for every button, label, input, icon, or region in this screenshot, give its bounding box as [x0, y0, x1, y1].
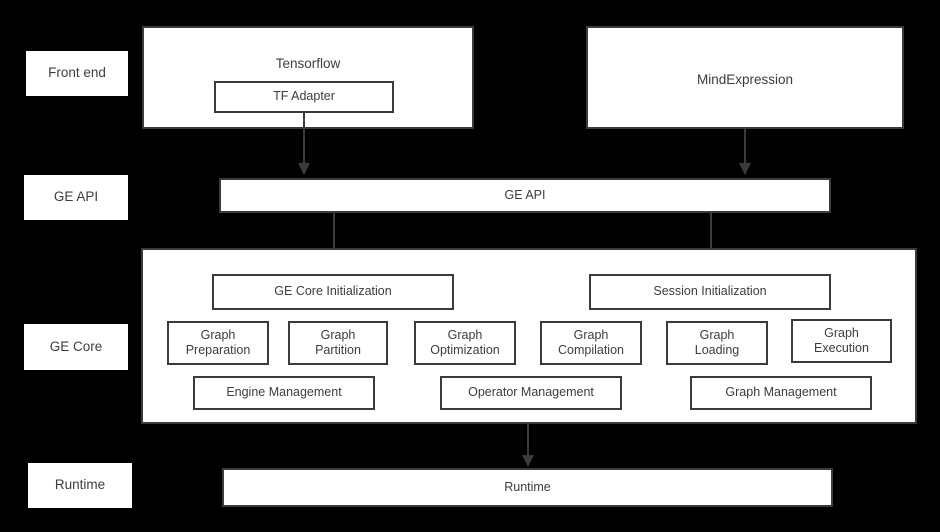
manager-engine-management[interactable]: Engine Management: [193, 376, 375, 410]
runtime-bar-label: Runtime: [504, 479, 551, 494]
module-graph-preparation[interactable]: Graph Preparation: [167, 321, 269, 365]
module-graph-preparation-label: Graph Preparation: [185, 327, 251, 357]
layer-label-ge-api: GE API: [24, 175, 128, 220]
manager-graph-management[interactable]: Graph Management: [690, 376, 872, 410]
module-graph-loading-label: Graph Loading: [694, 327, 740, 357]
module-graph-partition[interactable]: Graph Partition: [288, 321, 388, 365]
arrow-ge-api-to-session-init: [710, 213, 712, 263]
mindexpression-group: MindExpression: [586, 26, 904, 129]
layer-label-ge-core: GE Core: [24, 324, 128, 370]
module-graph-compilation-label: Graph Compilation: [557, 327, 624, 357]
arrow-ge-api-to-ge-core-init: [333, 213, 335, 263]
module-graph-execution-label: Graph Execution: [814, 325, 869, 355]
manager-engine-management-label: Engine Management: [226, 385, 342, 400]
manager-operator-management[interactable]: Operator Management: [440, 376, 622, 410]
manager-graph-management-label: Graph Management: [725, 385, 837, 400]
manager-operator-management-label: Operator Management: [468, 385, 594, 400]
runtime-bar[interactable]: Runtime: [222, 468, 833, 507]
session-initialization-label: Session Initialization: [653, 284, 767, 299]
tf-adapter-box[interactable]: TF Adapter: [214, 81, 394, 113]
tf-adapter-label: TF Adapter: [273, 89, 335, 104]
tensorflow-title: Tensorflow: [275, 56, 341, 71]
mindexpression-title: MindExpression: [696, 72, 794, 87]
module-graph-execution[interactable]: Graph Execution: [791, 319, 892, 363]
layer-label-ge-core-text: GE Core: [49, 338, 103, 354]
module-graph-loading[interactable]: Graph Loading: [666, 321, 768, 365]
ge-core-initialization-box[interactable]: GE Core Initialization: [212, 274, 454, 310]
ge-api-bar[interactable]: GE API: [219, 178, 831, 213]
layer-label-ge-api-text: GE API: [53, 189, 99, 205]
arrow-ge-core-to-runtime: [527, 424, 529, 456]
layer-label-runtime-text: Runtime: [54, 477, 106, 493]
session-initialization-box[interactable]: Session Initialization: [589, 274, 831, 310]
layer-label-runtime: Runtime: [28, 463, 132, 508]
module-graph-compilation[interactable]: Graph Compilation: [540, 321, 642, 365]
module-graph-partition-label: Graph Partition: [315, 327, 361, 357]
arrow-tf-adapter-to-ge-api: [303, 113, 305, 164]
module-graph-optimization-label: Graph Optimization: [430, 327, 500, 357]
arrow-mindexpression-to-ge-api: [744, 129, 746, 164]
ge-core-initialization-label: GE Core Initialization: [274, 284, 392, 299]
layer-label-front-end: Front end: [26, 51, 128, 96]
ge-api-bar-label: GE API: [504, 187, 546, 202]
module-graph-optimization[interactable]: Graph Optimization: [414, 321, 516, 365]
layer-label-front-end-text: Front end: [48, 65, 106, 81]
tensorflow-group: Tensorflow: [142, 26, 474, 129]
